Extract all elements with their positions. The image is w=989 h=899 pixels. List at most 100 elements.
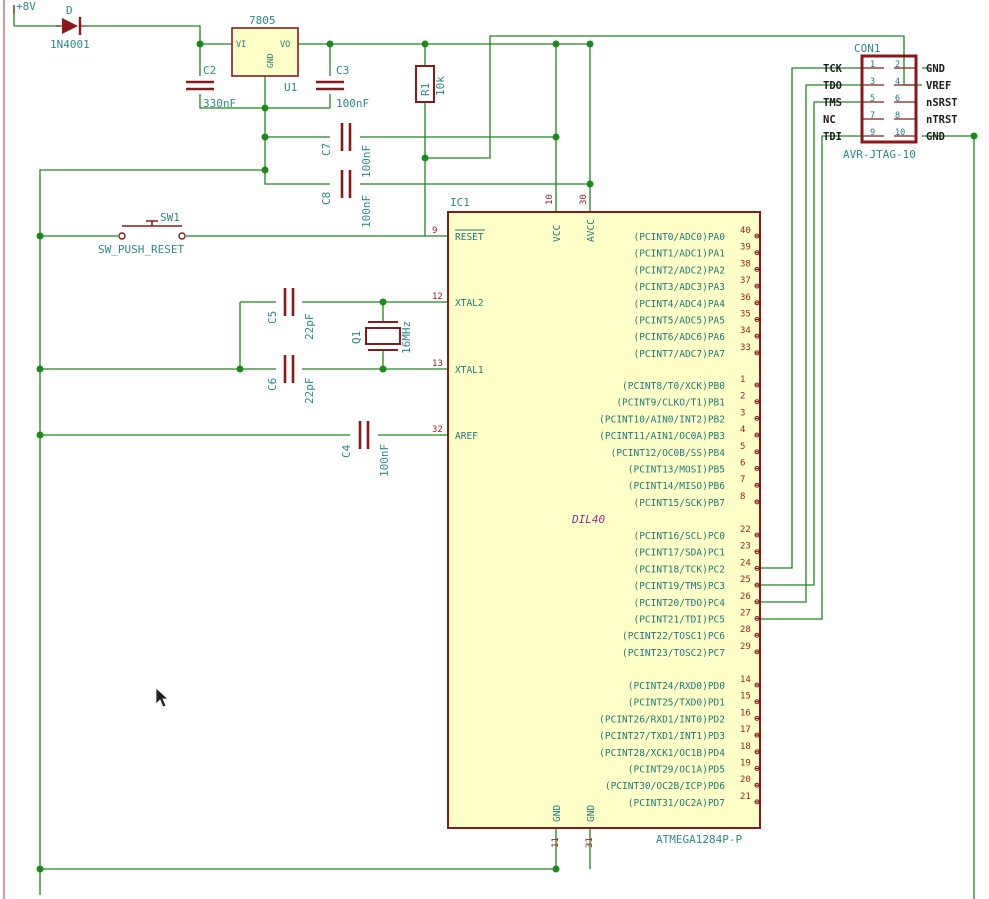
resistor-r1[interactable]: R1 10k — [415, 65, 447, 103]
svg-text:VO: VO — [280, 40, 290, 50]
ic-pin-name: GND — [552, 805, 563, 822]
ic-pin-name: (PCINT16/SCL)PC0 — [633, 531, 725, 542]
ic-pin-name: (PCINT20/TDO)PC4 — [633, 598, 725, 609]
capacitor-c2[interactable]: C2 330nF — [186, 64, 236, 110]
ic-pin-stub — [754, 532, 760, 538]
ic-pin-name: (PCINT6/ADC6)PA6 — [633, 332, 725, 343]
capacitor-c7[interactable]: C7 100nF — [320, 123, 373, 178]
ic-pin-stub — [754, 432, 760, 438]
ic-pin-number: 1 — [740, 375, 745, 385]
capacitor-c3[interactable]: C3 100nF — [316, 64, 369, 110]
ic-pin-number: 21 — [740, 792, 751, 802]
jtag-signal-label: VREF — [926, 80, 951, 92]
ic-pin-name: (PCINT28/XCK1/OC1B)PD4 — [599, 748, 725, 759]
capacitor-c8[interactable]: C8 100nF — [320, 170, 373, 228]
ic-pin-stub — [754, 415, 760, 421]
diode-d[interactable]: D 1N4001 — [50, 4, 90, 51]
ic-pin-name: (PCINT26/RXD1/INT0)PD2 — [599, 714, 725, 725]
svg-text:330nF: 330nF — [203, 97, 236, 110]
ic-pin-stub — [754, 799, 760, 805]
ic-pin-number: 15 — [740, 692, 751, 702]
ic-pin-stub — [754, 766, 760, 771]
ic-pin-number: 33 — [740, 343, 751, 353]
jtag-pin-number: 3 — [870, 77, 875, 87]
ic-pin-stub — [754, 399, 760, 405]
jtag-signal-label: nTRST — [926, 114, 958, 126]
ic-pin-number: 23 — [740, 542, 751, 552]
ic-pin-stub — [754, 333, 760, 339]
ic-pin-name: RESET — [455, 232, 484, 243]
ic-pin-number: 25 — [740, 575, 751, 585]
ic-pin-name: (PCINT30/OC2B/ICP)PD6 — [605, 781, 725, 792]
ic-pin-stub — [754, 782, 760, 788]
jtag-pin-number: 8 — [895, 111, 900, 121]
ic-pin-name: (PCINT17/SDA)PC1 — [633, 548, 725, 559]
svg-text:22pF: 22pF — [303, 314, 316, 341]
ic-pin-name: XTAL2 — [455, 298, 484, 309]
ic-pin-stub — [754, 382, 760, 388]
ic-pin-number: 11 — [551, 837, 561, 848]
capacitor-c5[interactable]: C5 22pF — [266, 288, 316, 340]
ic-pin-stub — [754, 283, 760, 289]
ic-pin-name: (PCINT14/MISO)PB6 — [628, 481, 726, 492]
jtag-signal-label: TDO — [823, 80, 842, 92]
ic-pin-name: AREF — [455, 431, 478, 442]
ic-pin-number: 3 — [740, 408, 745, 418]
svg-text:C4: C4 — [340, 444, 353, 458]
svg-text:100nF: 100nF — [360, 145, 373, 178]
ic-pin-name: (PCINT11/AIN1/OC0A)PB3 — [599, 431, 725, 442]
ic-pin-name: (PCINT29/OC1A)PD5 — [628, 765, 725, 776]
power-label: +8V — [16, 0, 36, 13]
junctions — [36, 40, 978, 873]
ic-pin-name: (PCINT12/OC0B/SS)PB4 — [611, 448, 726, 459]
diode-ref: D — [66, 4, 73, 17]
ic-pin-stub — [754, 449, 760, 455]
ic-pin-name: (PCINT7/ADC7)PA7 — [633, 349, 725, 360]
ic-pin-number: 9 — [432, 226, 437, 236]
ic1-atmega[interactable]: IC1 ATMEGA1284P-P DIL40 — [447, 196, 761, 846]
ic-pin-number: 35 — [740, 310, 751, 320]
jtag-signal-label: GND — [926, 63, 945, 75]
svg-text:R1: R1 — [419, 83, 432, 96]
ic-value: ATMEGA1284P-P — [656, 833, 742, 846]
ic-pin-name: GND — [586, 805, 597, 822]
crystal-q1[interactable]: Q1 16MHz — [350, 321, 413, 354]
ic-pin-name: (PCINT10/AIN0/INT2)PB2 — [599, 414, 725, 425]
ic-pin-number: 6 — [740, 459, 745, 469]
ic-pin-name: (PCINT0/ADC0)PA0 — [633, 232, 725, 243]
ic-pin-number: 32 — [432, 425, 443, 435]
ic-pin-number: 8 — [740, 492, 745, 502]
switch-sw1[interactable]: SW1 SW_PUSH_RESET — [98, 211, 186, 256]
ic-pin-name: (PCINT22/TOSC1)PC6 — [622, 631, 725, 642]
jtag-signal-label: TDI — [823, 131, 842, 143]
ic-pin-number: 4 — [740, 425, 745, 435]
ic-pin-stub — [754, 499, 760, 505]
ic-pin-stub — [754, 599, 760, 605]
jtag-pin-number: 1 — [870, 60, 875, 70]
jtag-connector-con1[interactable]: CON1 AVR-JTAG-10 — [843, 42, 918, 161]
ic-pin-name: (PCINT1/ADC1)PA1 — [633, 249, 725, 260]
capacitor-c4[interactable]: C4 100nF — [340, 421, 391, 477]
ic-ref: IC1 — [450, 196, 470, 209]
svg-text:VI: VI — [236, 40, 246, 50]
ic-pin-number: 16 — [740, 708, 751, 718]
ic-pin-name: (PCINT25/TXD0)PD1 — [628, 698, 726, 709]
ic-pin-number: 26 — [740, 592, 751, 602]
regulator-value: 7805 — [249, 14, 276, 27]
ic-pin-name: (PCINT21/TDI)PC5 — [633, 615, 725, 626]
jtag-value: AVR-JTAG-10 — [843, 148, 916, 161]
ic-pin-stub — [754, 616, 760, 621]
ic-pin-name: (PCINT2/ADC2)PA2 — [633, 265, 725, 276]
regulator-u1[interactable]: VI VO GND 7805 U1 — [231, 14, 299, 94]
ic-pin-number: 13 — [432, 359, 443, 369]
svg-text:100nF: 100nF — [378, 444, 391, 477]
jtag-signal-label: GND — [926, 131, 945, 143]
ic-pin-number: 20 — [740, 775, 751, 785]
ic-pin-stub — [754, 682, 760, 688]
jtag-pin-number: 10 — [895, 128, 905, 138]
ic-pin-number: 30 — [579, 194, 589, 205]
ic-pin-number: 10 — [545, 194, 555, 205]
capacitor-c6[interactable]: C6 22pF — [266, 355, 316, 404]
ic-pin-number: 38 — [740, 259, 751, 269]
ic-pin-stub — [754, 466, 760, 471]
